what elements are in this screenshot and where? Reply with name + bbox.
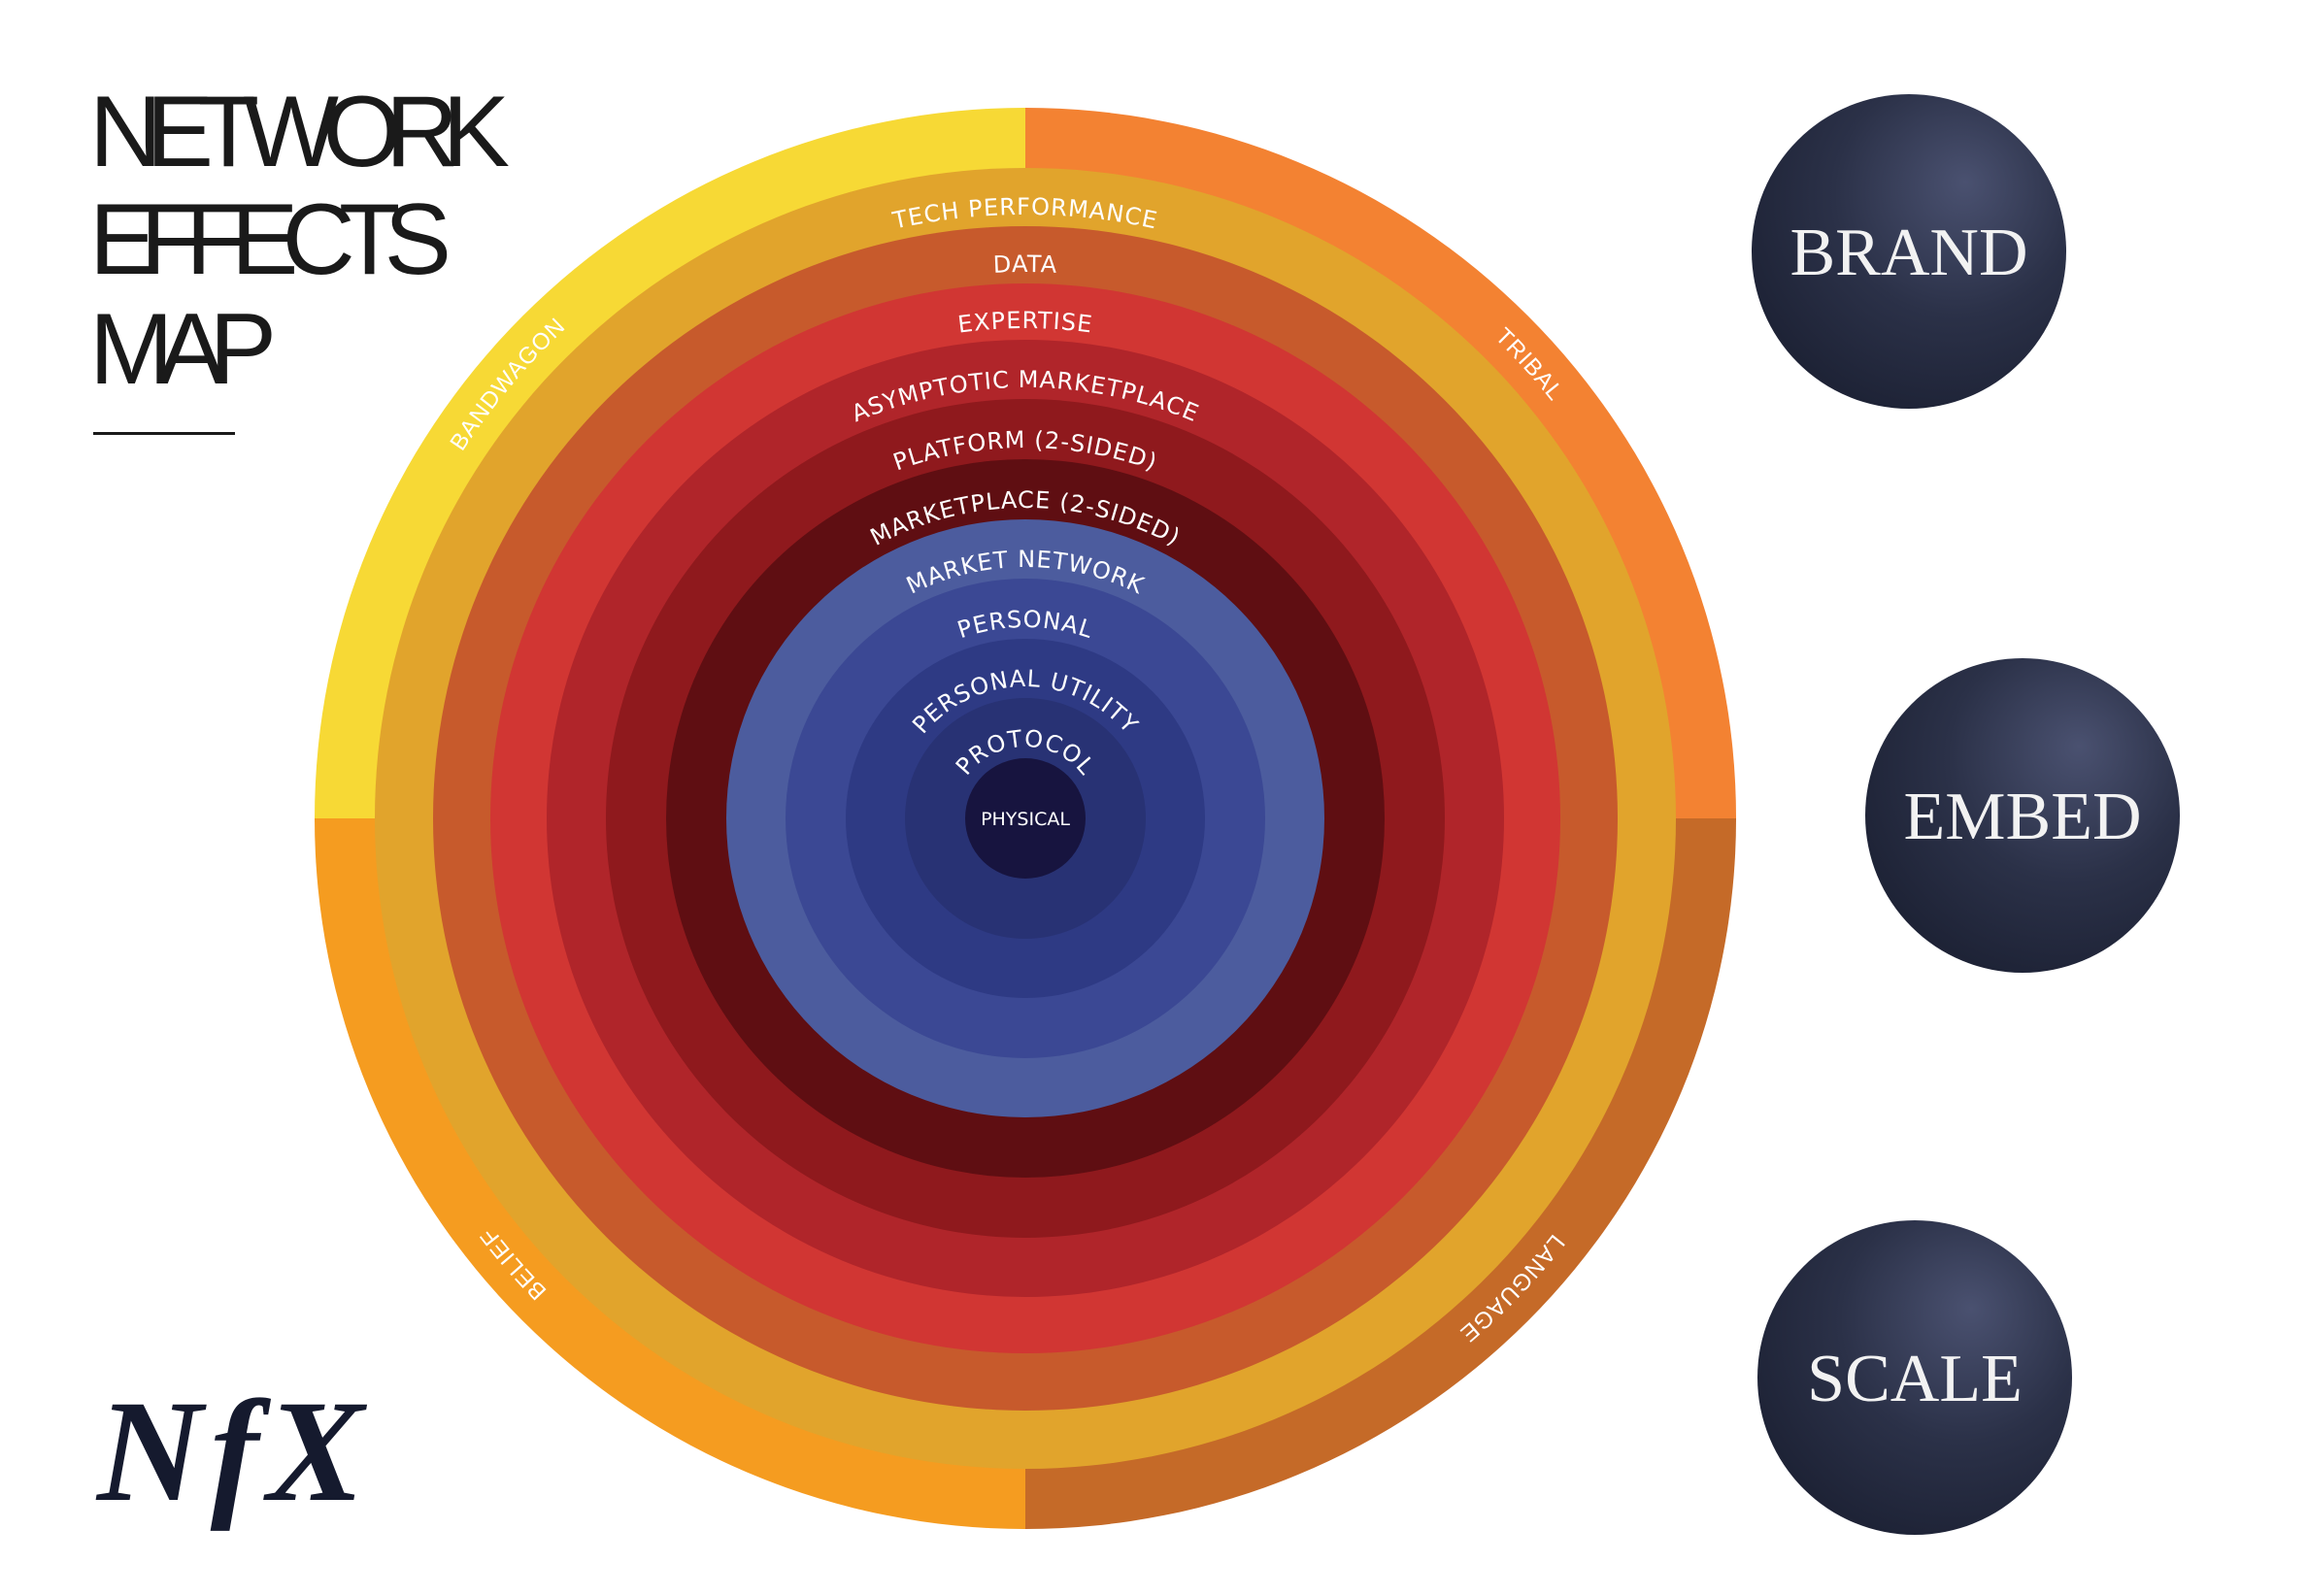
pillar-sphere	[1752, 94, 2066, 409]
pillar-label-scale: SCALE	[1807, 1342, 2023, 1416]
nfx-logo: NfX	[95, 1371, 368, 1532]
pillar-label-brand: BRAND	[1790, 216, 2027, 290]
ring-physical	[965, 758, 1086, 879]
pillar-embed: EMBED	[1865, 658, 2180, 973]
pillar-sphere	[1865, 658, 2180, 973]
ring-label: EXPERTISE	[956, 307, 1094, 339]
ring-label: DATA	[992, 250, 1058, 279]
title-line-1: NETWORK	[89, 76, 510, 188]
ring-label-text: DATA	[992, 250, 1057, 279]
pillar-brand: BRAND	[1752, 94, 2066, 409]
pillar-label-embed: EMBED	[1904, 780, 2142, 854]
title: NETWORK EFFECTS MAP	[89, 76, 513, 435]
ring-label: PHYSICAL	[981, 809, 1070, 830]
nfx-logo-text: NfX	[95, 1371, 368, 1532]
pillar-sphere	[1757, 1220, 2072, 1535]
ring-label-text: EXPERTISE	[956, 307, 1093, 339]
pillar-scale: SCALE	[1757, 1220, 2072, 1535]
title-line-2: EFFECTS	[89, 183, 449, 296]
title-line-3: MAP	[89, 293, 274, 406]
title-divider	[93, 432, 235, 435]
concentric-rings	[375, 168, 1676, 1469]
